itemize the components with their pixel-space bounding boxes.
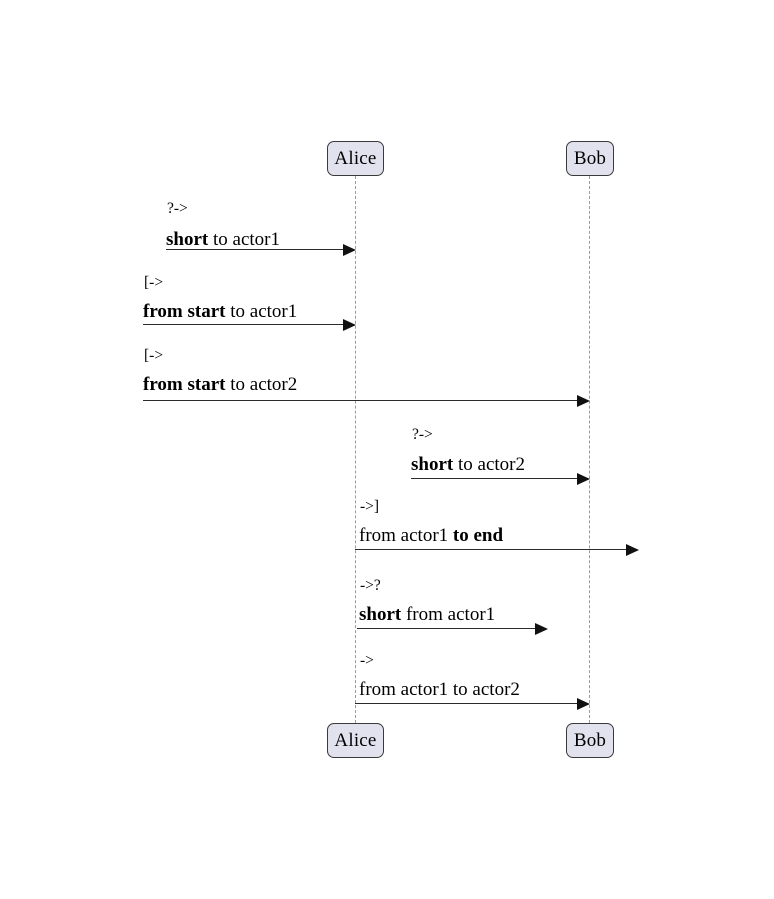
participant-label-bob-bottom: Bob — [573, 730, 607, 751]
participant-box-alice-bottom[interactable]: Alice — [327, 723, 384, 758]
message-arrowcode-2: [-> — [144, 274, 164, 291]
message-text-4-rest: to actor2 — [453, 454, 525, 475]
message-arrowhead-3 — [577, 394, 590, 407]
message-arrowcode-1: ?-> — [167, 200, 188, 217]
lifeline-alice — [355, 176, 356, 723]
message-arrowcode-5: ->] — [360, 498, 380, 515]
message-arrowcode-3: [-> — [144, 347, 164, 364]
message-text-6-bold: short — [359, 604, 402, 625]
message-text-2-rest: to actor1 — [225, 301, 298, 322]
message-text-1-bold: short — [166, 229, 209, 250]
message-text-1-rest: to actor1 — [208, 229, 280, 250]
message-text-4: short to actor2 — [411, 455, 525, 474]
message-arrowhead-6 — [535, 622, 548, 635]
message-text-7: from actor1 to actor2 — [359, 680, 520, 699]
message-text-6: short from actor1 — [359, 605, 495, 624]
message-line-1 — [166, 249, 344, 250]
message-line-4 — [411, 478, 578, 479]
message-text-1: short to actor1 — [166, 230, 280, 249]
message-text-2: from start to actor1 — [143, 302, 297, 321]
message-arrowcode-4: ?-> — [412, 426, 433, 443]
message-text-5-bold: to end — [452, 525, 504, 546]
message-arrowcode-6: ->? — [360, 577, 381, 594]
participant-label-bob-top: Bob — [573, 148, 607, 169]
participant-label-alice-bottom: Alice — [334, 730, 377, 751]
message-text-5-pre: from actor1 — [359, 525, 453, 546]
message-arrowhead-1 — [343, 243, 356, 256]
message-text-3: from start to actor2 — [143, 375, 297, 394]
participant-box-alice-top[interactable]: Alice — [327, 141, 384, 176]
message-text-3-rest: to actor2 — [225, 374, 298, 395]
message-line-2 — [143, 324, 344, 325]
message-arrowhead-7 — [577, 697, 590, 710]
message-arrowcode-7: -> — [360, 652, 374, 669]
message-text-6-rest: from actor1 — [401, 604, 496, 625]
message-arrowhead-4 — [577, 472, 590, 485]
participant-box-bob-bottom[interactable]: Bob — [566, 723, 614, 758]
message-arrowhead-2 — [343, 318, 356, 331]
message-text-3-bold: from start — [143, 374, 226, 395]
message-line-7 — [355, 703, 578, 704]
message-arrowhead-5 — [626, 543, 639, 556]
message-line-6 — [357, 628, 536, 629]
participant-label-alice-top: Alice — [334, 148, 377, 169]
message-text-2-bold: from start — [143, 301, 226, 322]
message-line-5 — [355, 549, 627, 550]
message-text-7-pre: from actor1 to actor2 — [359, 679, 520, 700]
lifeline-bob — [589, 176, 590, 723]
message-text-4-bold: short — [411, 454, 454, 475]
participant-box-bob-top[interactable]: Bob — [566, 141, 614, 176]
message-text-5: from actor1 to end — [359, 526, 503, 545]
message-line-3 — [143, 400, 578, 401]
